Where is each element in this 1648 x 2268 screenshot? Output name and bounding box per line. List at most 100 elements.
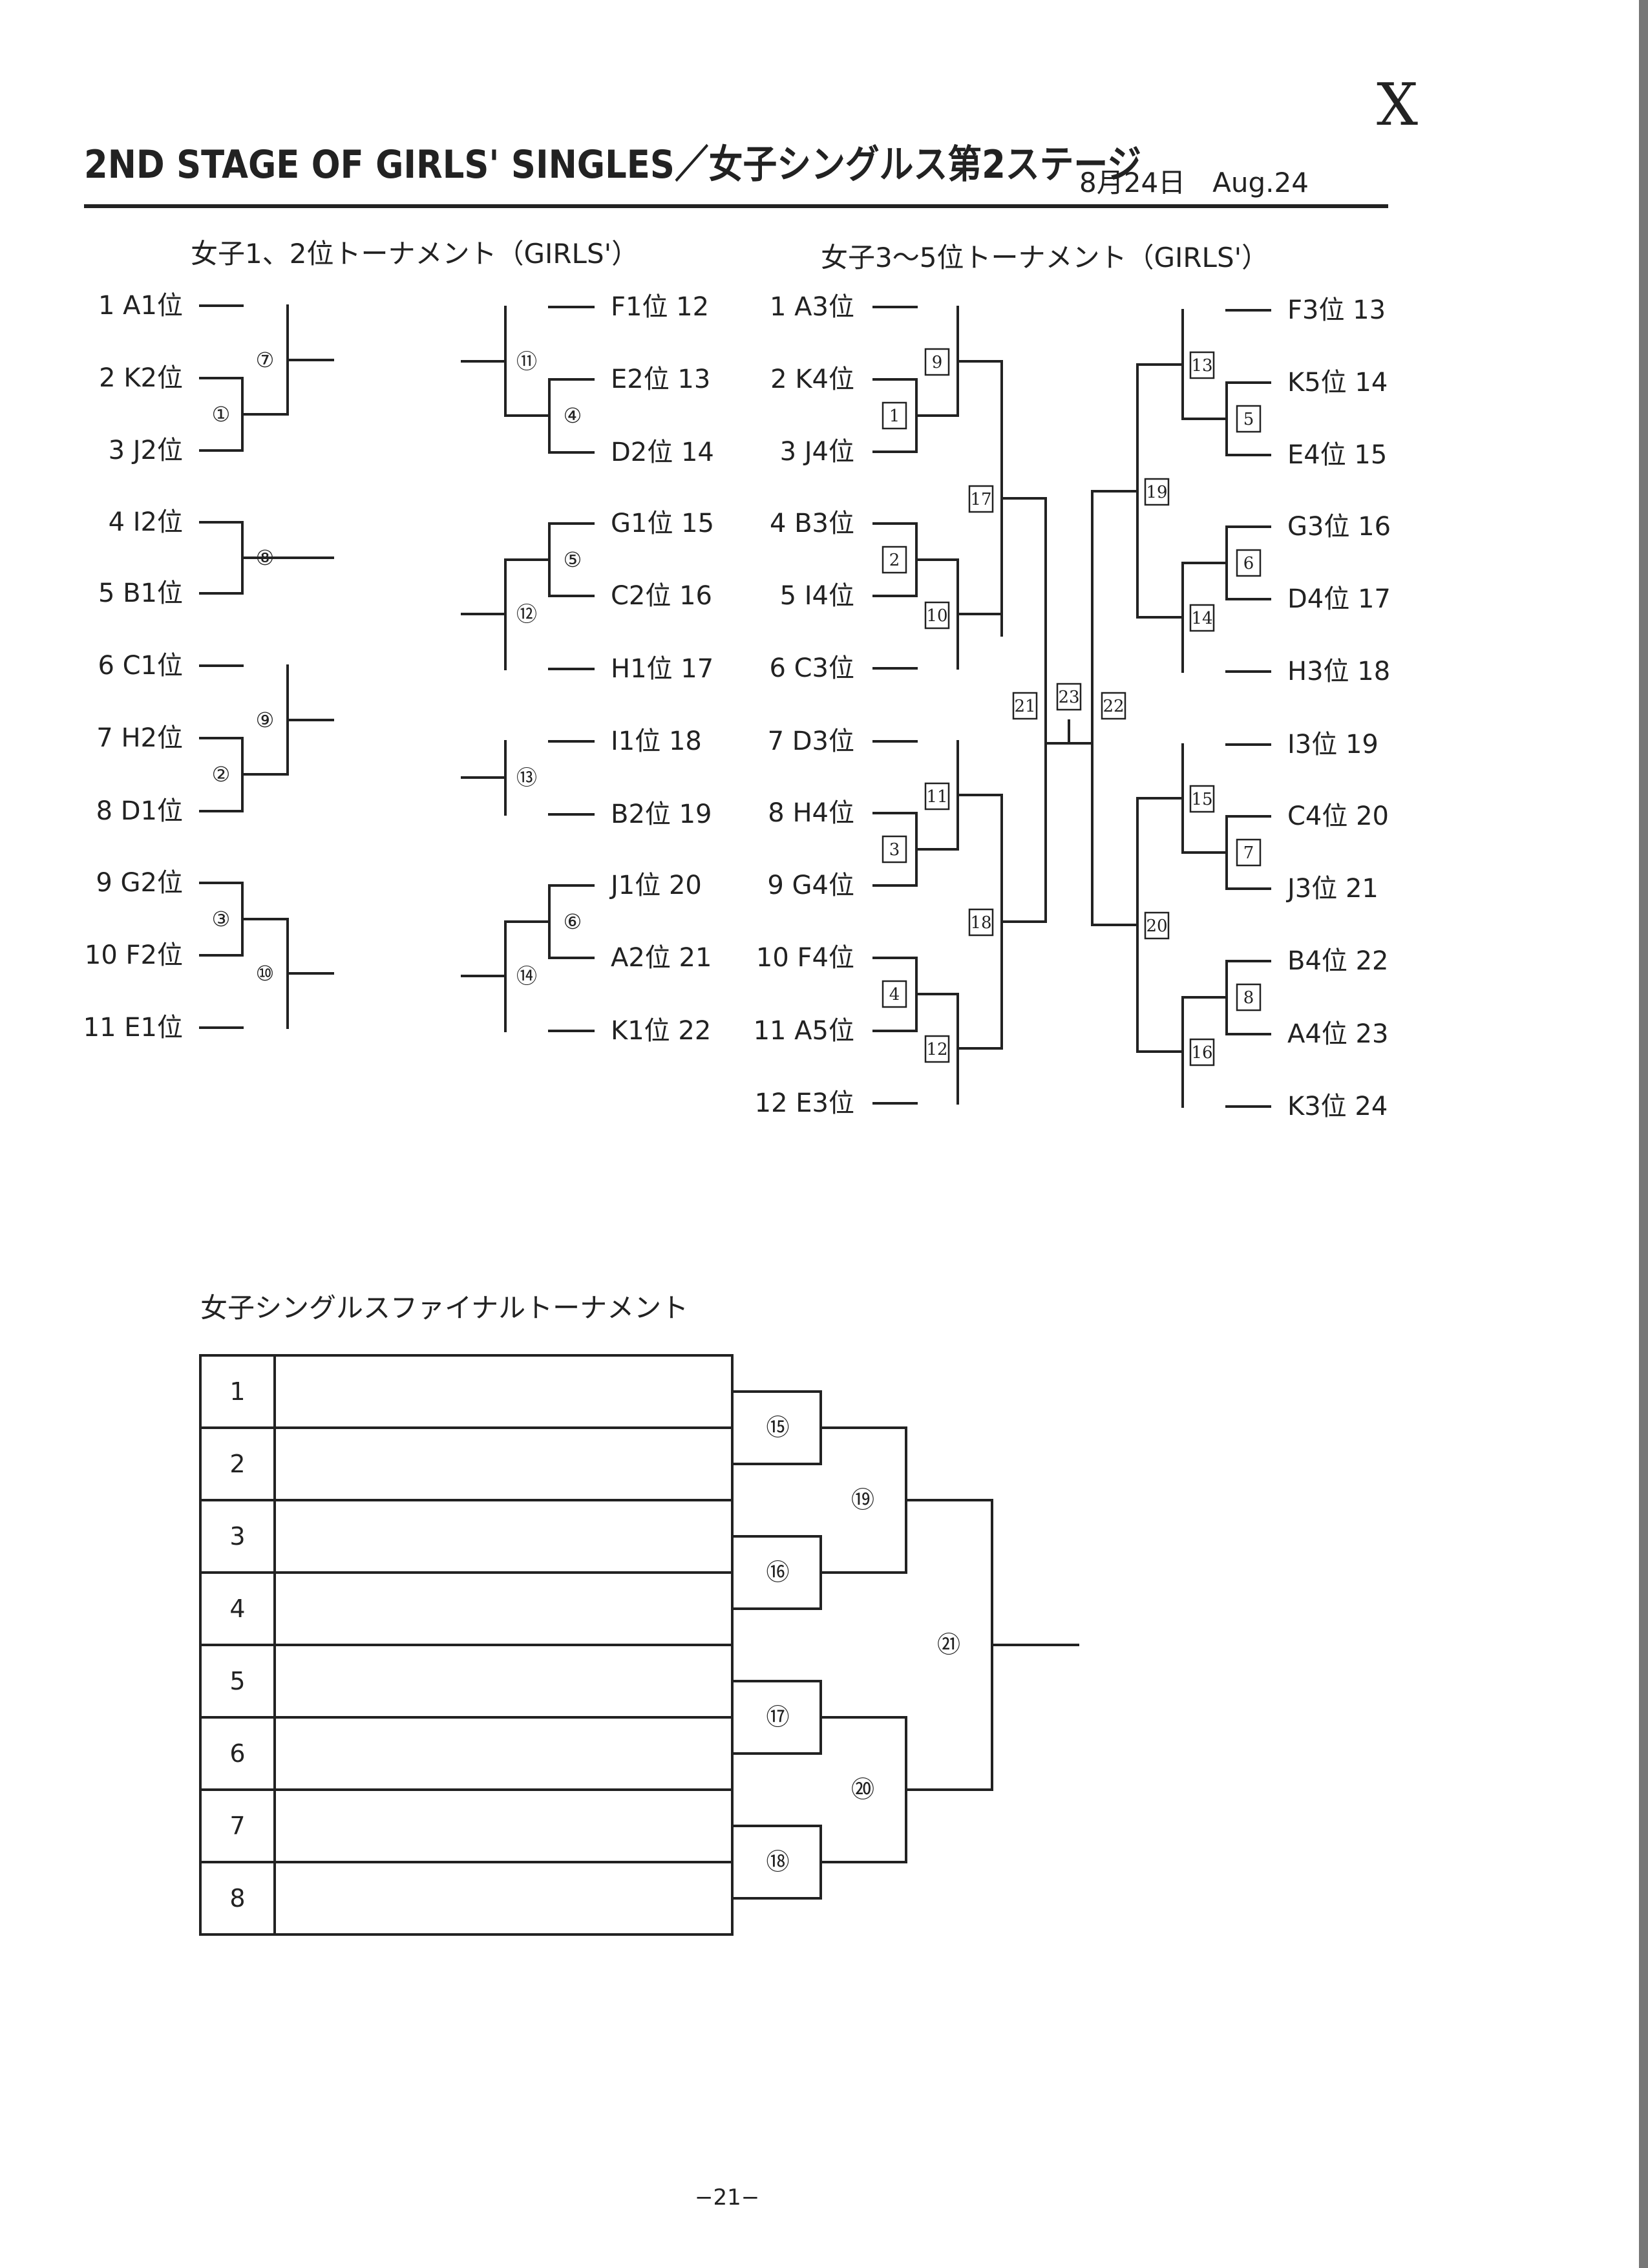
left-bracket-entry: 11 E1位 <box>83 1013 183 1043</box>
left-bracket-entry: 7 H2位 <box>96 723 183 753</box>
match-label-1: ① <box>212 402 231 427</box>
left-bracket-entry: 2 K2位 <box>99 363 183 393</box>
left-bracket-entry-right: F1位 12 <box>611 292 710 322</box>
match-label-6: ⑥ <box>564 909 582 934</box>
right-bracket-entry: 9 G4位 <box>767 871 854 900</box>
final-bracket-title: 女子シングルスファイナルトーナメント <box>200 1292 689 1324</box>
right-bracket-entry: 3 J4位 <box>779 437 854 467</box>
right-bracket-entry-right: F3位 13 <box>1287 295 1386 325</box>
left-bracket-entry: 3 J2位 <box>108 436 183 465</box>
match-box-label-5: 5 <box>1243 410 1254 429</box>
right-bracket-entry: 11 A5位 <box>753 1016 854 1046</box>
match-box-label-11-box <box>924 782 950 811</box>
match-box-label-4: 4 <box>889 985 900 1004</box>
right-bracket-entry: 4 B3位 <box>769 509 854 538</box>
match-box-label-4-box <box>882 980 907 1008</box>
right-bracket-entry-right: H3位 18 <box>1287 657 1391 686</box>
match-box-label-6: 6 <box>1243 554 1254 573</box>
left-bracket-entry: 1 A1位 <box>98 291 183 321</box>
match-box-label-17: 17 <box>970 490 991 509</box>
final-match-label-21: ㉑ <box>937 1632 960 1659</box>
match-box-label-20-box <box>1144 911 1170 940</box>
left-bracket-entry-right: J1位 20 <box>611 871 702 900</box>
final-slot-number: 7 <box>229 1812 245 1840</box>
final-slot-number: 4 <box>229 1595 245 1623</box>
page-number: −21− <box>695 2185 760 2210</box>
match-box-label-5-box <box>1236 405 1262 433</box>
left-bracket-entry-right: I1位 18 <box>611 726 702 756</box>
match-box-label-23-box <box>1056 683 1082 711</box>
match-box-label-16-box <box>1189 1038 1215 1066</box>
match-label-7: ⑦ <box>256 348 275 372</box>
scan-edge <box>1639 0 1648 2268</box>
match-box-label-18: 18 <box>970 913 991 933</box>
left-bracket-entry-right: C2位 16 <box>611 581 712 611</box>
match-box-label-8-box <box>1236 983 1262 1012</box>
match-label-14: ⑭ <box>516 964 537 988</box>
match-box-label-14-box <box>1189 604 1215 632</box>
right-bracket-entry-right: B4位 22 <box>1287 946 1389 976</box>
match-box-label-15: 15 <box>1191 790 1212 809</box>
match-label-12: ⑫ <box>516 602 537 626</box>
match-label-5: ⑤ <box>564 547 582 572</box>
final-slot-number: 6 <box>229 1739 245 1768</box>
match-label-4: ④ <box>564 403 582 428</box>
match-box-label-1: 1 <box>889 407 900 426</box>
match-label-9: ⑨ <box>256 708 275 732</box>
match-box-label-23: 23 <box>1058 688 1079 707</box>
match-label-3: ③ <box>212 907 231 931</box>
match-box-label-13: 13 <box>1191 356 1212 376</box>
match-label-2: ② <box>212 762 231 787</box>
left-bracket-entry-right: D2位 14 <box>611 438 714 467</box>
page-title: 2ND STAGE OF GIRLS' SINGLES／女子シングルス第2ステー… <box>84 142 1141 187</box>
match-box-label-13-box <box>1189 351 1215 379</box>
left-bracket-entry: 6 C1位 <box>98 651 183 681</box>
left-bracket-title: 女子1、2位トーナメント（GIRLS'） <box>191 238 639 270</box>
final-slot-number: 8 <box>229 1884 245 1913</box>
match-box-label-21: 21 <box>1014 697 1035 716</box>
match-box-label-2: 2 <box>889 551 900 570</box>
match-box-label-3-box <box>882 835 907 864</box>
left-bracket-entry-right: H1位 17 <box>611 654 714 684</box>
match-box-label-8: 8 <box>1243 988 1254 1008</box>
title-rule <box>84 204 1388 208</box>
right-bracket-entry: 7 D3位 <box>767 726 854 756</box>
final-match-label-18: ⑱ <box>766 1849 789 1876</box>
right-bracket-title: 女子3～5位トーナメント（GIRLS'） <box>821 242 1269 273</box>
match-box-label-16: 16 <box>1191 1043 1212 1063</box>
right-bracket-entry-right: K3位 24 <box>1287 1092 1388 1121</box>
match-box-label-10: 10 <box>926 606 947 626</box>
match-box-label-18-box <box>968 908 994 937</box>
match-label-8: ⑧ <box>256 546 275 570</box>
right-bracket-entry-right: J3位 21 <box>1287 874 1379 904</box>
left-bracket-entry: 8 D1位 <box>96 796 183 826</box>
match-box-label-17-box <box>968 485 994 513</box>
final-match-label-19: ⑲ <box>851 1487 874 1514</box>
right-bracket-entry: 2 K4位 <box>770 365 854 394</box>
left-bracket-entry: 10 F2位 <box>84 940 183 970</box>
match-box-label-11: 11 <box>926 787 947 807</box>
right-bracket-entry: 5 I4位 <box>779 581 854 611</box>
match-box-label-7: 7 <box>1243 843 1254 863</box>
final-slot-number: 1 <box>229 1377 245 1406</box>
match-label-10: ⑩ <box>256 961 275 986</box>
left-bracket-entry-right: E2位 13 <box>611 365 711 394</box>
final-slot-number: 2 <box>229 1450 245 1478</box>
right-bracket-entry-right: D4位 17 <box>1287 584 1391 614</box>
match-label-11: ⑪ <box>516 349 537 374</box>
left-bracket-entry: 4 I2位 <box>108 507 183 537</box>
left-bracket-entry-right: G1位 15 <box>611 509 715 538</box>
match-box-label-20: 20 <box>1146 917 1167 936</box>
right-bracket-entry-right: K5位 14 <box>1287 368 1388 397</box>
match-box-label-19-box <box>1144 478 1170 506</box>
match-box-label-14: 14 <box>1191 609 1212 628</box>
match-box-label-9-box <box>924 348 950 376</box>
match-box-label-22: 22 <box>1103 697 1124 716</box>
final-slot-number: 3 <box>229 1522 245 1551</box>
left-bracket-entry-right: K1位 22 <box>611 1016 712 1046</box>
page-date: 8月24日 Aug.24 <box>1079 167 1309 198</box>
match-box-label-7-box <box>1236 838 1262 867</box>
right-bracket-entry: 8 H4位 <box>768 798 854 828</box>
match-label-13: ⑬ <box>516 765 537 790</box>
